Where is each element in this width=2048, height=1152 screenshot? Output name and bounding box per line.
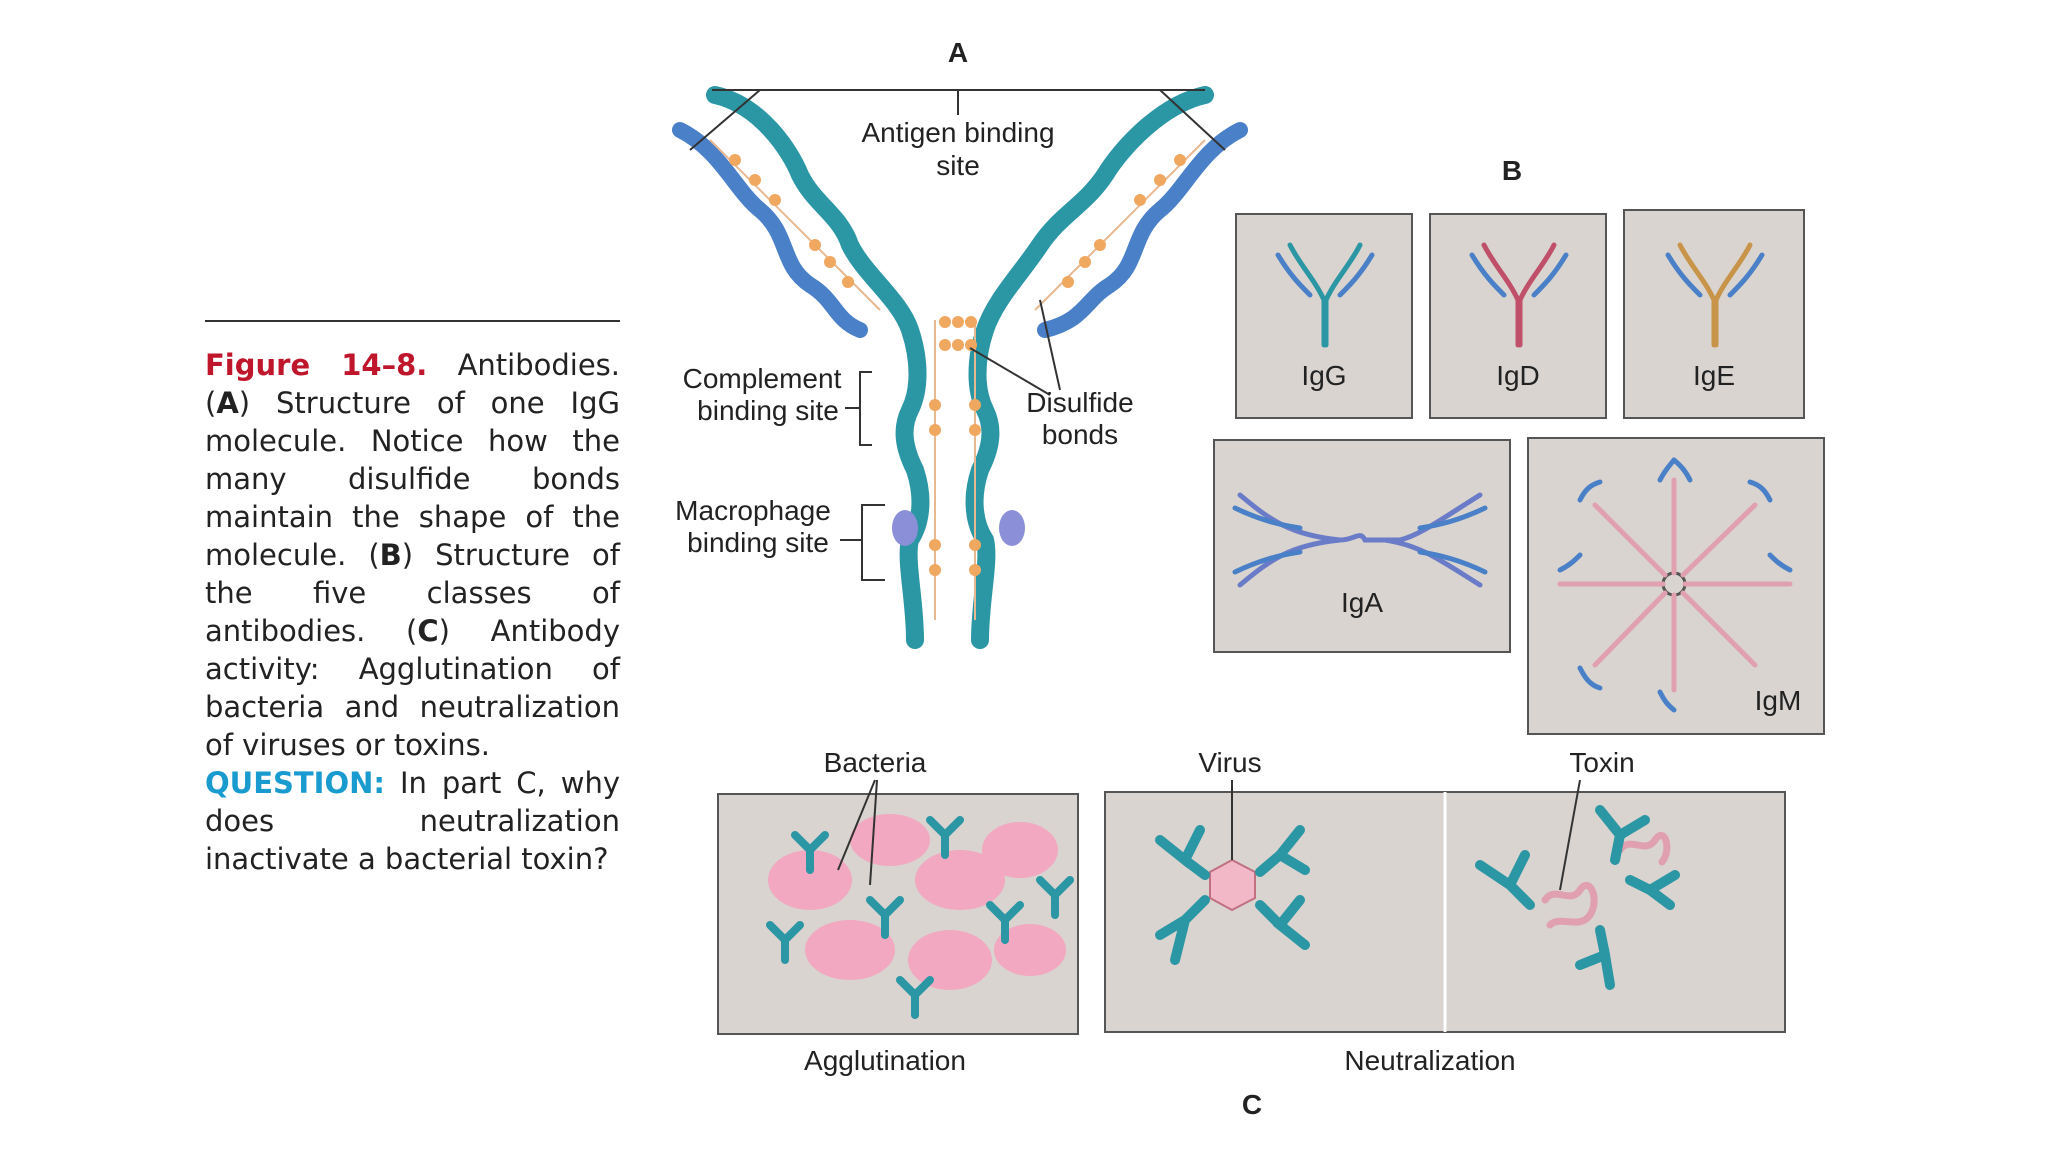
complement-label-2: binding site — [697, 395, 839, 426]
caption-text: Figure 14–8. Antibodies. (A) Structure o… — [205, 348, 620, 876]
igg-icon — [1275, 242, 1375, 348]
ige-box — [1623, 209, 1805, 419]
virus-antibodies — [1155, 825, 1310, 965]
macrophage-label-1: Macrophage — [675, 495, 831, 526]
antigen-label-2: site — [936, 150, 980, 181]
disulfide-label-1: Disulfide — [1026, 387, 1133, 418]
agglutination-antibodies — [766, 816, 1074, 1019]
caption-part-c: Antibody activity: Agglutination of bact… — [205, 614, 620, 762]
iga-label: IgA — [1341, 587, 1383, 618]
neutralization-label: Neutralization — [1344, 1045, 1515, 1076]
bacteria-label: Bacteria — [824, 747, 927, 778]
igd-label: IgD — [1496, 360, 1540, 391]
agglutination-label: Agglutination — [804, 1045, 966, 1076]
ige-label: IgE — [1693, 360, 1735, 391]
antigen-label-1: Antigen binding — [861, 117, 1054, 148]
ige-icon — [1665, 242, 1765, 348]
figure-caption: Figure 14–8. Antibodies. (A) Structure o… — [205, 320, 620, 878]
panel-c-letter: C — [1242, 1089, 1262, 1120]
antibody-classes: B IgG IgD IgE — [1213, 155, 1825, 735]
toxin-antibodies — [1475, 805, 1680, 990]
iga-box — [1213, 439, 1511, 653]
toxin-molecules — [1541, 831, 1671, 929]
caption-part-a: Structure of one IgG molecule. Notice ho… — [205, 386, 620, 572]
light-chain-right — [1037, 122, 1248, 338]
disulfide-dots — [729, 154, 1186, 576]
caption-part-b: Structure of the five classes of antibod… — [205, 538, 620, 648]
complement-bracket — [859, 371, 872, 446]
macrophage-label-2: binding site — [687, 527, 829, 558]
light-chain-left — [672, 122, 868, 338]
caption-marker-b: B — [379, 538, 402, 572]
antibody-activity: Bacteria Virus Toxin Agglutination Neutr… — [717, 747, 1786, 1120]
panel-a-letter: A — [948, 37, 968, 68]
bacteria-cluster — [768, 814, 1066, 990]
igg-label: IgG — [1301, 360, 1346, 391]
macrophage-bracket — [861, 504, 885, 581]
toxin-pointer — [1559, 779, 1581, 891]
figure-label: Figure 14–8. — [205, 348, 428, 382]
igm-icon — [1557, 457, 1793, 713]
bacteria-pointer-1 — [837, 779, 876, 871]
virus-particle — [1209, 858, 1256, 912]
complement-label-1: Complement — [683, 363, 842, 394]
question-text: In part C, why does neutralization inact… — [205, 766, 620, 876]
question-label: QUESTION: — [205, 766, 385, 800]
bacteria-pointer-2 — [869, 779, 878, 886]
caption-title: Antibodies. — [457, 348, 620, 382]
caption-marker-c: C — [417, 614, 439, 648]
caption-marker-a: A — [216, 386, 239, 420]
disulfide-label-2: bonds — [1042, 419, 1118, 450]
toxin-label: Toxin — [1569, 747, 1634, 778]
igd-icon — [1469, 242, 1569, 348]
virus-label: Virus — [1198, 747, 1261, 778]
caption-rule — [205, 320, 620, 322]
iga-icon — [1232, 492, 1488, 588]
panel-b-letter: B — [1502, 155, 1522, 186]
macrophage-site-right — [999, 510, 1025, 546]
macrophage-site-left — [892, 510, 918, 546]
igm-label: IgM — [1755, 685, 1802, 716]
igg-structure: A Antigen binding site Complement bindin… — [672, 37, 1248, 649]
heavy-chain-right — [965, 86, 1214, 649]
